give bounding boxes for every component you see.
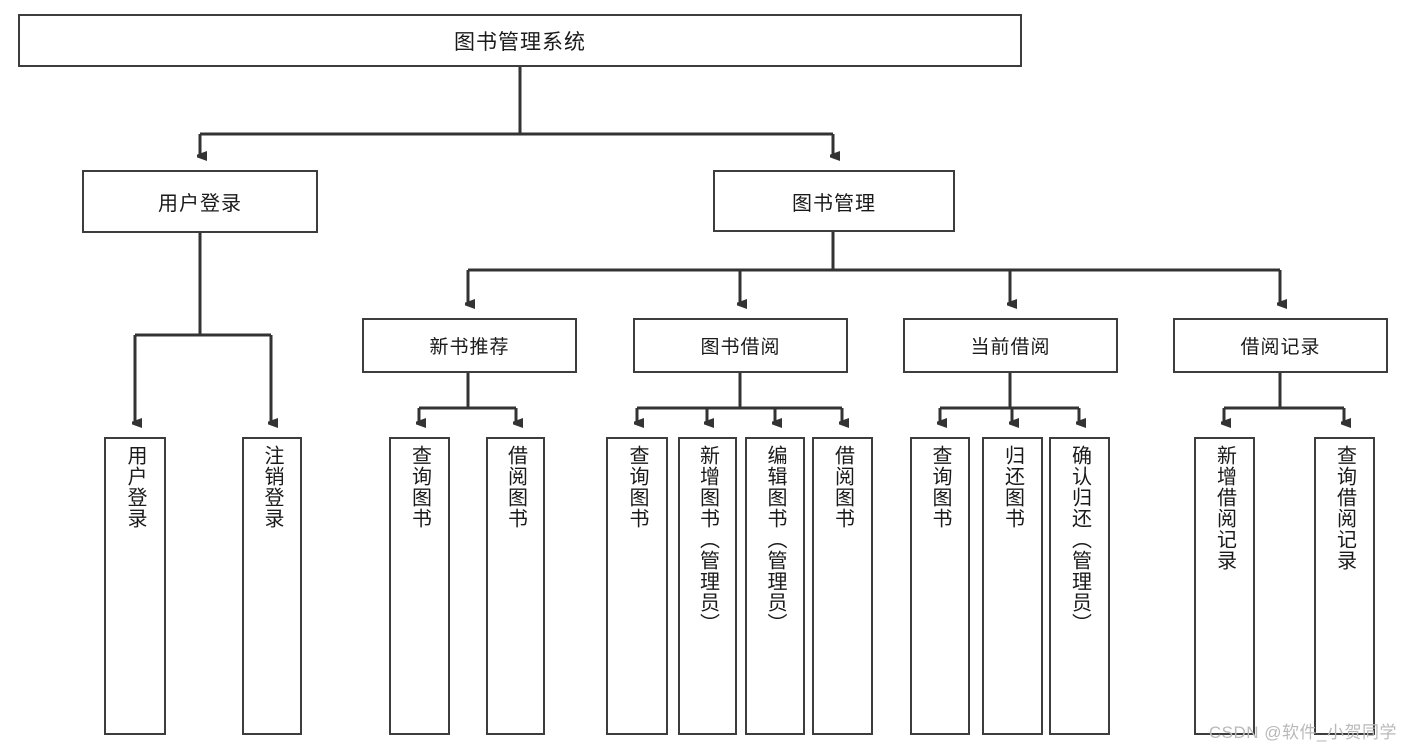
node-borrow-record[interactable]: 借阅记录	[1173, 318, 1388, 373]
node-user-login-label: 用户登录	[158, 193, 242, 215]
node-leaf-user-logout[interactable]: 注销登录	[242, 437, 302, 735]
node-leaf-confirm-return-admin-label: 确认归还（管理员）	[1068, 445, 1091, 634]
node-leaf-add-borrow-record-label: 新增借阅记录	[1213, 445, 1236, 571]
node-leaf-query-book-rec[interactable]: 查询图书	[389, 437, 450, 735]
node-root-label: 图书管理系统	[454, 30, 586, 54]
node-leaf-borrow-book-rec-label: 借阅图书	[504, 445, 527, 529]
node-leaf-user-login[interactable]: 用户登录	[104, 437, 166, 735]
node-new-book-rec-label: 新书推荐	[429, 337, 510, 358]
node-leaf-return-book[interactable]: 归还图书	[982, 437, 1043, 735]
node-book-borrow[interactable]: 图书借阅	[633, 318, 848, 373]
node-book-manage-label: 图书管理	[792, 192, 876, 215]
node-leaf-borrow-book-label: 借阅图书	[831, 445, 854, 529]
node-leaf-query-borrow-record[interactable]: 查询借阅记录	[1314, 437, 1375, 735]
node-leaf-query-book-current-label: 查询图书	[929, 445, 951, 529]
node-leaf-borrow-book[interactable]: 借阅图书	[812, 437, 873, 735]
node-leaf-user-login-label: 用户登录	[124, 445, 146, 529]
node-leaf-query-book-borrow[interactable]: 查询图书	[606, 437, 668, 735]
node-leaf-query-book-borrow-label: 查询图书	[626, 445, 648, 529]
node-leaf-add-book-admin-label: 新增图书（管理员）	[696, 445, 719, 634]
node-current-borrow-label: 当前借阅	[970, 337, 1051, 358]
node-leaf-edit-book-admin[interactable]: 编辑图书（管理员）	[745, 437, 805, 735]
node-root[interactable]: 图书管理系统	[18, 14, 1022, 67]
node-leaf-return-book-label: 归还图书	[1001, 445, 1024, 529]
node-leaf-query-borrow-record-label: 查询借阅记录	[1333, 445, 1356, 571]
node-borrow-record-label: 借阅记录	[1240, 337, 1321, 358]
node-leaf-query-book-rec-label: 查询图书	[408, 445, 431, 529]
node-leaf-edit-book-admin-label: 编辑图书（管理员）	[764, 445, 786, 634]
node-book-borrow-label: 图书借阅	[700, 337, 781, 358]
node-current-borrow[interactable]: 当前借阅	[903, 318, 1118, 373]
node-new-book-rec[interactable]: 新书推荐	[362, 318, 577, 373]
node-user-login[interactable]: 用户登录	[82, 170, 318, 233]
node-leaf-add-book-admin[interactable]: 新增图书（管理员）	[678, 437, 737, 735]
node-leaf-borrow-book-rec[interactable]: 借阅图书	[486, 437, 545, 735]
node-leaf-user-logout-label: 注销登录	[261, 445, 283, 529]
node-leaf-query-book-current[interactable]: 查询图书	[910, 437, 970, 735]
node-leaf-add-borrow-record[interactable]: 新增借阅记录	[1194, 437, 1255, 735]
watermark-text: CSDN @软件_小贺同学	[1208, 723, 1397, 742]
node-book-manage[interactable]: 图书管理	[713, 170, 955, 232]
node-leaf-confirm-return-admin[interactable]: 确认归还（管理员）	[1049, 437, 1110, 735]
